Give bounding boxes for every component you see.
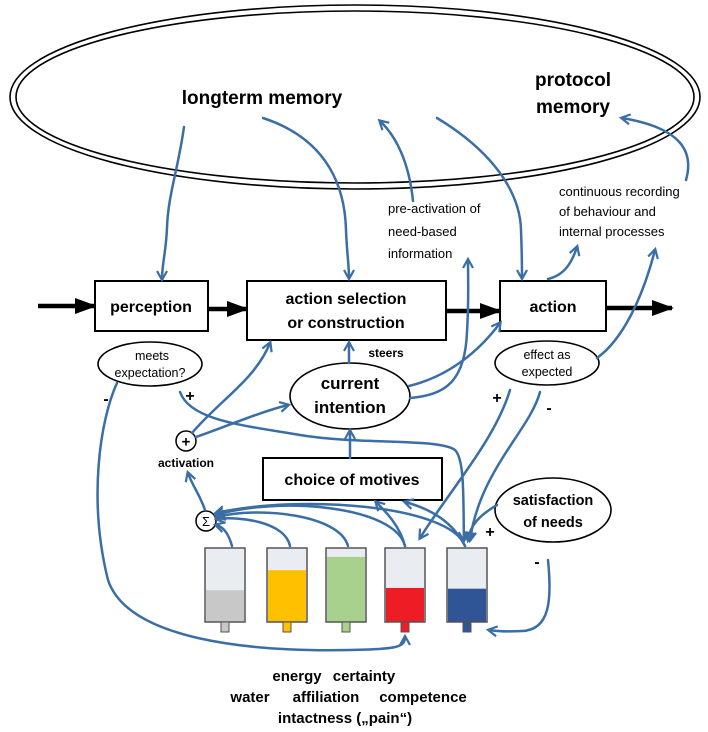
meets-expectation-label-line1: meets (135, 349, 169, 363)
arrow-satisfaction-minus-to-tank (489, 558, 551, 631)
recording-note-line2: of behaviour and (559, 204, 656, 219)
tank-fill-level (206, 590, 244, 622)
meets-expectation-label-line2: expectation? (115, 366, 186, 380)
current-intention-ellipse: current intention (289, 362, 411, 430)
action-box: action (499, 280, 607, 332)
action-selection-label-line1: action selection (286, 291, 407, 308)
need-label-certainty: certainty (333, 668, 396, 685)
current-intention-label-line2: intention (314, 398, 386, 417)
arrow-intention-to-preactivation (408, 260, 468, 400)
arrow-tank3-to-sum (217, 513, 350, 548)
memory-inner-outline (15, 10, 695, 184)
recording-note-line3: internal processes (559, 224, 665, 239)
choice-of-motives-box: choice of motives (262, 457, 443, 501)
arrow-meets-minus-to-tank (96, 381, 405, 652)
arrow-recording-to-protocol-memory (622, 118, 690, 182)
satisfaction-plus-sign: + (485, 524, 494, 541)
satisfaction-of-needs-ellipse: satisfaction of needs (494, 477, 612, 543)
memory-region: longterm memory protocol memory (9, 4, 701, 190)
arrow-tank4-to-motives (376, 502, 407, 548)
effect-plus-sign: + (492, 390, 501, 407)
need-label-competence: competence (379, 689, 467, 706)
tank-fill-level (327, 556, 365, 622)
preactivation-note-line2: need-based (388, 224, 457, 239)
longterm-memory-label: longterm memory (182, 88, 343, 109)
satisfaction-minus-sign: - (534, 554, 539, 571)
effect-as-expected-ellipse: effect as expected (494, 340, 600, 386)
need-label-intactness: intactness („pain“) (278, 710, 412, 727)
arrow-action-to-recording (546, 247, 577, 281)
arrow-tank1-to-sum (216, 525, 234, 548)
need-tank (384, 547, 426, 633)
preactivation-note-line1: pre-activation of (388, 201, 481, 216)
action-selection-box: action selection or construction (246, 280, 447, 341)
arrow-tank5-to-motives (405, 502, 467, 548)
arrow-preactivation-to-memory (380, 121, 415, 203)
protocol-memory-label-line2: memory (536, 97, 610, 118)
sum-symbol: Σ (202, 514, 210, 529)
arrow-effect-to-recording (595, 250, 655, 360)
arrow-longterm-to-perception (162, 125, 186, 279)
meets-plus-sign: + (185, 388, 194, 405)
arrow-activation-to-intention (194, 405, 288, 439)
arrow-activation-to-selection (190, 343, 270, 435)
meets-expectation-ellipse: meets expectation? (97, 341, 203, 387)
activation-plus-node: + (175, 430, 197, 452)
current-intention-label-line1: current (321, 374, 380, 393)
meets-minus-sign: - (103, 391, 108, 408)
need-tank (204, 547, 246, 633)
arrow-longterm-to-action-selection (261, 116, 349, 278)
protocol-memory-label-line1: protocol (535, 70, 611, 91)
sum-node: Σ (195, 510, 217, 532)
activation-plus-symbol: + (182, 434, 191, 451)
arrow-memory-to-action (435, 116, 522, 278)
arrow-tank5-to-sum (216, 502, 467, 548)
satisfaction-label-line2: of needs (523, 515, 583, 531)
preactivation-note-line3: information (388, 246, 452, 261)
action-label: action (529, 299, 576, 316)
effect-as-expected-label-line1: effect as (523, 348, 570, 362)
tank-fill-level (268, 570, 306, 622)
flow-arrows (96, 116, 690, 652)
arrow-sum-to-activation (188, 473, 207, 512)
perception-box: perception (94, 280, 209, 332)
arrow-intention-to-action (407, 323, 500, 388)
arrow-effect-minus-to-tank (470, 390, 542, 540)
need-label-affiliation: affiliation (293, 689, 360, 706)
need-label-energy: energy (272, 668, 322, 685)
memory-outer-outline (9, 4, 701, 190)
choice-of-motives-label: choice of motives (284, 472, 419, 489)
need-tank (446, 547, 488, 633)
need-tank (266, 547, 308, 633)
effect-minus-sign: - (546, 400, 551, 417)
arrow-satisfaction-plus-to-tank (468, 503, 499, 540)
action-selection-label-line2: or construction (287, 315, 404, 332)
tank-fill-level (448, 588, 486, 622)
satisfaction-label-line1: satisfaction (513, 493, 594, 509)
arrow-tank2-to-sum (217, 518, 292, 548)
need-tank (325, 547, 367, 633)
perception-label: perception (110, 299, 192, 316)
need-label-water: water (229, 689, 269, 706)
steers-label: steers (368, 346, 404, 360)
activation-label: activation (158, 456, 214, 470)
recording-note-line1: continuous recording (559, 184, 680, 199)
effect-as-expected-label-line2: expected (522, 365, 573, 379)
tank-fill-level (386, 587, 424, 622)
